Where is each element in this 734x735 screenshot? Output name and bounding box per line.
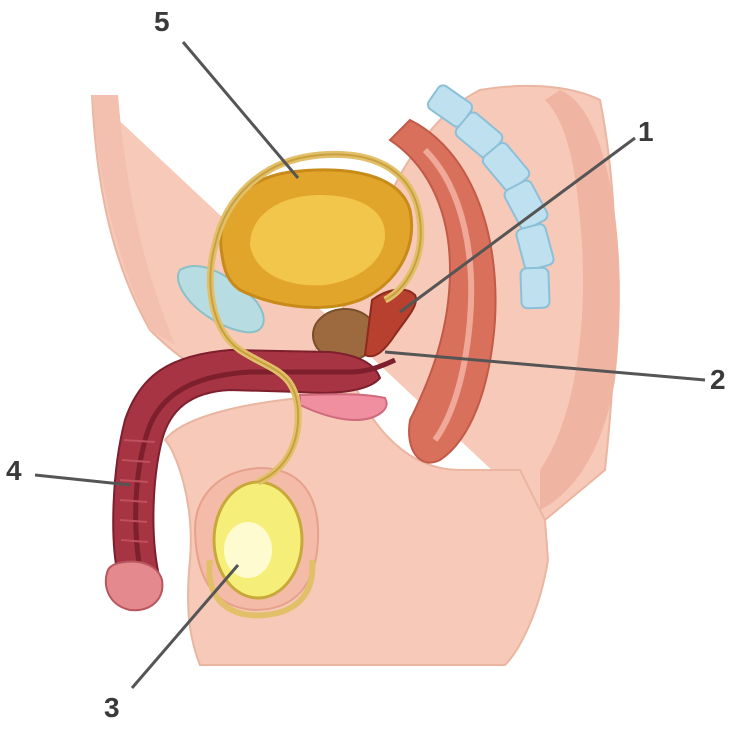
- label-3: 3: [104, 694, 120, 722]
- testis-highlight: [224, 522, 272, 578]
- label-4: 4: [6, 457, 22, 485]
- label-2: 2: [710, 366, 726, 394]
- glans: [106, 562, 163, 611]
- label-5: 5: [154, 8, 170, 36]
- label-1: 1: [638, 118, 654, 146]
- leader-line-5: [183, 42, 298, 178]
